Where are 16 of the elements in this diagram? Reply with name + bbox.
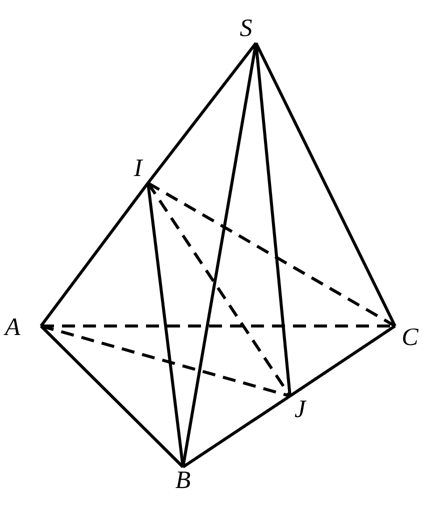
vertex-label: I xyxy=(134,155,142,182)
solid-line xyxy=(254,42,396,327)
vertex-label: A xyxy=(5,314,20,341)
solid-line xyxy=(182,42,258,468)
vertex-label: C xyxy=(402,324,418,351)
solid-line xyxy=(146,42,258,184)
dashed-line xyxy=(40,324,290,398)
solid-line xyxy=(254,42,292,396)
vertex-label: S xyxy=(240,15,252,42)
vertex-label: B xyxy=(175,467,191,494)
solid-line xyxy=(40,182,150,327)
dashed-line xyxy=(147,182,396,328)
solid-line xyxy=(40,324,184,468)
solid-line xyxy=(182,394,291,468)
solid-line xyxy=(289,324,396,398)
vertex-label: J xyxy=(294,396,306,423)
